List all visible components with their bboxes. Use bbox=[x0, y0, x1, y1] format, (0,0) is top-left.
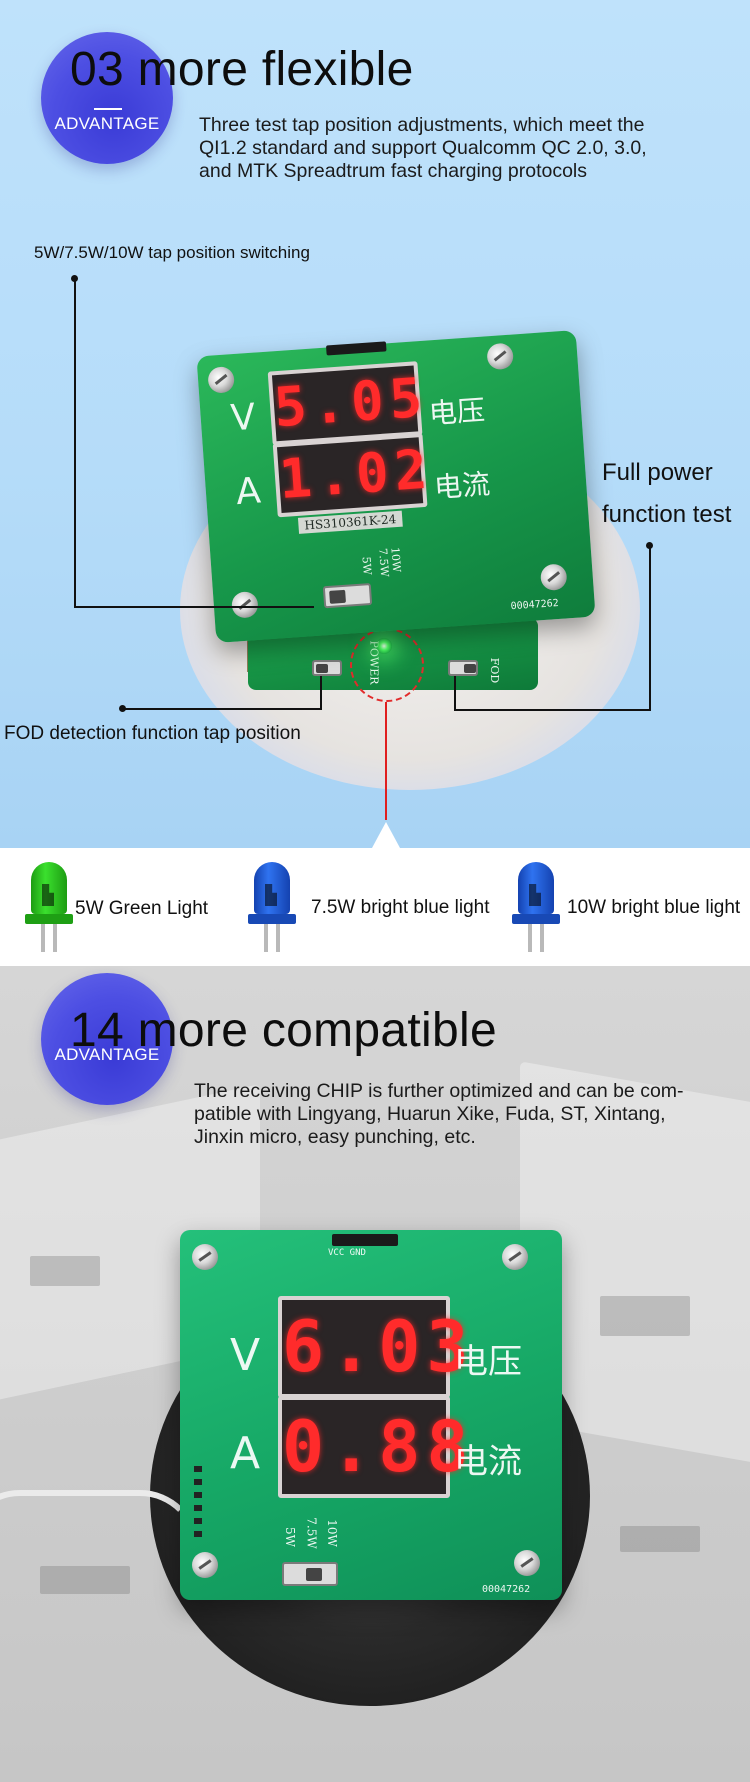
current-display: 0.88 bbox=[278, 1396, 475, 1498]
leader-line bbox=[122, 708, 322, 710]
serial-number: 00047262 bbox=[482, 1584, 531, 1595]
led-label-7-5w: 7.5W bright blue light bbox=[311, 897, 490, 918]
red-indicator-line bbox=[385, 702, 387, 820]
voltage-display: 6.03 bbox=[278, 1296, 475, 1398]
screw bbox=[231, 590, 259, 619]
screw bbox=[207, 366, 236, 394]
description-line: patible with Lingyang, Huarun Xike, Fuda… bbox=[194, 1103, 666, 1125]
led-leg bbox=[53, 924, 57, 952]
screw bbox=[502, 1244, 528, 1270]
label-voltage-cn: 电压 bbox=[427, 393, 487, 431]
power-switch bbox=[312, 660, 342, 676]
led-leg bbox=[528, 924, 532, 952]
callout-line: Full power bbox=[602, 459, 713, 486]
serial-number: 00047262 bbox=[510, 597, 560, 613]
pointer-notch bbox=[372, 822, 400, 848]
callout-full-power: Full power function test bbox=[602, 452, 731, 536]
description-line: Three test tap position adjustments, whi… bbox=[199, 114, 645, 136]
leader-line bbox=[74, 278, 76, 608]
current-reading: 1.02 bbox=[277, 437, 436, 512]
voltage-display: 5.05 bbox=[267, 361, 431, 446]
switch-label-5w: 5W bbox=[282, 1527, 297, 1547]
led-rim bbox=[248, 914, 296, 924]
led-leg bbox=[540, 924, 544, 952]
description-line: Jinxin micro, easy punching, etc. bbox=[194, 1126, 476, 1148]
leader-dot bbox=[646, 542, 653, 549]
tap-position-switch bbox=[282, 1562, 338, 1586]
header-connector bbox=[325, 341, 387, 356]
header-pin-labels: VCC GND bbox=[328, 1248, 366, 1258]
fod-switch bbox=[448, 660, 478, 676]
section-title: 14 more compatible bbox=[70, 1004, 497, 1057]
switch-label-10w: 10W bbox=[324, 1519, 339, 1547]
tap-position-switch bbox=[322, 583, 373, 609]
section-description: Three test tap position adjustments, whi… bbox=[199, 114, 647, 183]
screw bbox=[486, 342, 515, 371]
callout-line: function test bbox=[602, 501, 732, 528]
label-v: V bbox=[230, 1330, 261, 1381]
label-voltage-cn: 电压 bbox=[454, 1342, 522, 1382]
switch-label-5w: 5W bbox=[359, 556, 374, 576]
main-pcb: 5.05 1.02 HS310361K-24 V A 电压 电流 0004726… bbox=[196, 330, 596, 643]
header-connector bbox=[332, 1234, 398, 1246]
callout-tap-switch: 5W/7.5W/10W tap position switching bbox=[34, 243, 310, 262]
advantage-section-flexible: ADVANTAGE 03 more flexible Three test ta… bbox=[0, 0, 750, 848]
leader-line bbox=[320, 676, 322, 710]
callout-fod: FOD detection function tap position bbox=[4, 723, 301, 744]
led-rim bbox=[512, 914, 560, 924]
label-a: A bbox=[234, 470, 263, 514]
screw bbox=[192, 1552, 218, 1578]
pin-row bbox=[194, 1466, 202, 1544]
led-legend: 5W Green Light 7.5W bright blue light 10… bbox=[0, 848, 750, 966]
switch-label-7-5w: 7.5W bbox=[376, 547, 392, 578]
leader-line bbox=[454, 676, 456, 711]
switch-label-7-5w: 7.5W bbox=[304, 1517, 319, 1549]
badge-divider bbox=[94, 108, 122, 110]
led-label-10w: 10W bright blue light bbox=[567, 897, 741, 918]
led-leg bbox=[264, 924, 268, 952]
screw bbox=[539, 563, 568, 592]
description-line: and MTK Spreadtrum fast charging protoco… bbox=[199, 160, 588, 182]
advantage-badge: ADVANTAGE bbox=[41, 973, 173, 1105]
led-leg bbox=[41, 924, 45, 952]
usb-cable bbox=[0, 1490, 200, 1640]
section-title: 03 more flexible bbox=[70, 43, 414, 96]
advantage-badge: ADVANTAGE bbox=[41, 32, 173, 164]
screw bbox=[514, 1550, 540, 1576]
leader-line bbox=[649, 546, 651, 711]
voltage-reading: 5.05 bbox=[272, 365, 431, 440]
voltage-reading: 6.03 bbox=[282, 1306, 475, 1388]
label-v: V bbox=[229, 396, 257, 440]
led-leg bbox=[276, 924, 280, 952]
main-pcb: VCC GND 6.03 0.88 V A 电压 电流 5W 7.5W 10W … bbox=[180, 1230, 562, 1600]
description-line: QI1.2 standard and support Qualcomm QC 2… bbox=[199, 137, 647, 159]
led-label-5w: 5W Green Light bbox=[75, 898, 209, 919]
current-reading: 0.88 bbox=[282, 1406, 475, 1488]
power-led-highlight-circle bbox=[350, 628, 424, 702]
led-rim bbox=[25, 914, 73, 924]
screw bbox=[192, 1244, 218, 1270]
badge-label: ADVANTAGE bbox=[54, 1045, 160, 1064]
leader-line bbox=[454, 709, 651, 711]
label-a: A bbox=[230, 1428, 261, 1479]
badge-label: ADVANTAGE bbox=[54, 114, 160, 133]
fod-label: FOD bbox=[488, 657, 502, 684]
advantage-section-compatible: ADVANTAGE 14 more compatible The receivi… bbox=[0, 966, 750, 1782]
section-description: The receiving CHIP is further optimized … bbox=[194, 1080, 684, 1149]
current-display: 1.02 bbox=[272, 433, 436, 518]
leader-line bbox=[74, 606, 314, 608]
description-line: The receiving CHIP is further optimized … bbox=[194, 1080, 684, 1102]
label-current-cn: 电流 bbox=[433, 467, 492, 505]
label-current-cn: 电流 bbox=[454, 1442, 522, 1482]
